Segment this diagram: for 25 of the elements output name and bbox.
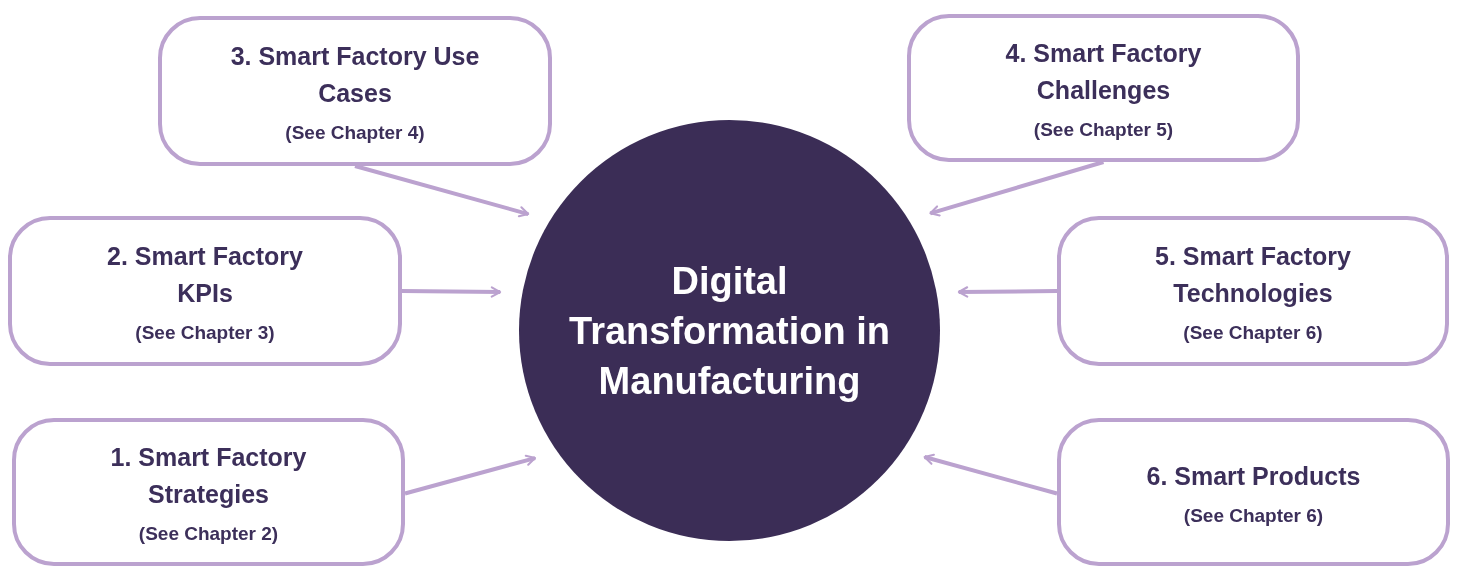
chapter-reference: (See Chapter 5) [1033, 119, 1174, 141]
topic-title: 1. Smart Factory Strategies [109, 442, 308, 510]
topic-box [12, 418, 405, 566]
chapter-reference: (See Chapter 2) [138, 523, 279, 545]
topic-box [907, 14, 1300, 162]
topic-box [1057, 216, 1449, 366]
arrow [401, 286, 501, 298]
chapter-reference: (See Chapter 6) [1183, 504, 1324, 527]
topic-box [8, 216, 402, 366]
arrow [958, 286, 1058, 298]
topic-title: 3. Smart Factory Use Cases [230, 41, 480, 109]
arrow [354, 164, 529, 217]
topic-title: 5. Smart Factory Technologies [1154, 241, 1352, 309]
chapter-reference: (See Chapter 4) [285, 122, 425, 144]
chapter-reference: (See Chapter 3) [135, 322, 275, 344]
topic-box [1057, 418, 1450, 566]
arrow [923, 454, 1058, 496]
chapter-reference: (See Chapter 6) [1183, 322, 1323, 344]
topic-title: 4. Smart Factory Challenges [1004, 38, 1203, 106]
center-title: Digital Transformation in Manufacturing [568, 258, 891, 404]
topic-title: 6. Smart Products [1146, 460, 1361, 492]
arrow [929, 160, 1105, 217]
topic-title: 2. Smart Factory KPIs [106, 241, 304, 309]
arrow [404, 455, 536, 496]
topic-box [158, 16, 552, 166]
